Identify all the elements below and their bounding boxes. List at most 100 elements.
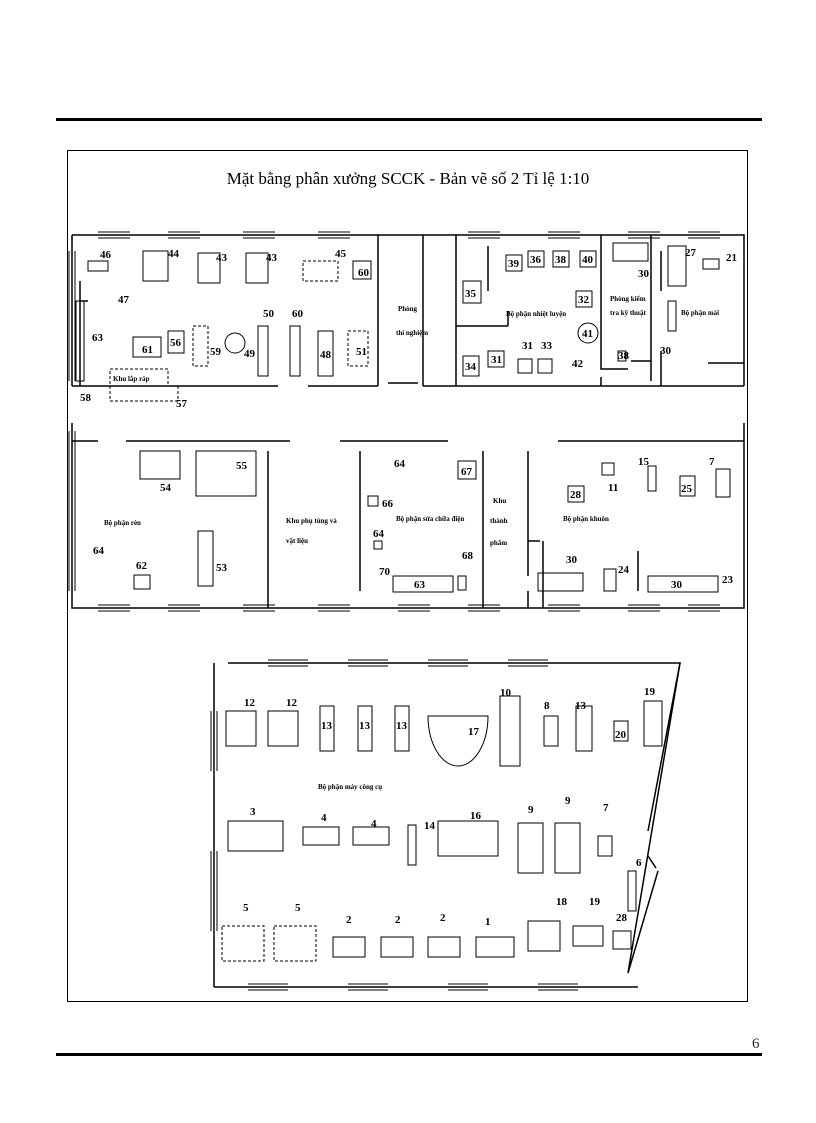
machine-25 xyxy=(679,475,696,497)
num-17: 17 xyxy=(468,726,480,738)
machine-13c xyxy=(394,705,410,752)
num-30a: 30 xyxy=(638,268,650,280)
machine-63 xyxy=(75,300,85,382)
num-10: 10 xyxy=(500,687,512,699)
windows xyxy=(68,231,720,991)
num-31a: 31 xyxy=(491,354,502,366)
machine-17 xyxy=(427,715,489,767)
top-rule xyxy=(56,118,762,121)
num-51: 51 xyxy=(356,346,367,358)
num-31b: 31 xyxy=(522,340,533,352)
num-54: 54 xyxy=(160,482,172,494)
num-64c: 64 xyxy=(373,528,385,540)
tools-shop-window-left xyxy=(647,855,657,869)
bottom-rule xyxy=(56,1053,762,1056)
label-bo-phan-ren: Bộ phận rèn xyxy=(104,519,141,527)
num-5b: 5 xyxy=(295,902,301,914)
machine-5b xyxy=(273,925,317,962)
plan-title: Mặt bằng phân xưởng SCCK - Bản vẽ số 2 T… xyxy=(227,169,590,188)
num-60b: 60 xyxy=(292,308,304,320)
label-khu-thanh-pham-3: phẩm xyxy=(490,539,507,547)
num-47: 47 xyxy=(118,294,130,306)
num-64a: 64 xyxy=(93,545,105,557)
machine-8 xyxy=(543,715,559,747)
wall-lab xyxy=(377,235,424,386)
num-7a: 7 xyxy=(709,456,715,468)
num-2c: 2 xyxy=(440,912,446,924)
wall-mold xyxy=(542,541,639,608)
machine-13a xyxy=(319,705,335,752)
machine-3 xyxy=(227,820,284,852)
machine-7a xyxy=(715,468,731,498)
num-35: 35 xyxy=(465,288,477,300)
machine-43b xyxy=(245,252,269,284)
num-24: 24 xyxy=(618,564,630,576)
machine-13b xyxy=(357,705,373,752)
wall-qc xyxy=(600,235,652,386)
machine-27 xyxy=(667,245,687,287)
machine-48 xyxy=(317,330,334,377)
machine-13d xyxy=(575,705,593,752)
wall-electric xyxy=(482,451,540,608)
machine-60b xyxy=(289,325,301,377)
num-6: 6 xyxy=(636,857,642,869)
num-8: 8 xyxy=(544,700,550,712)
num-18: 18 xyxy=(556,896,568,908)
machine-44 xyxy=(142,250,169,282)
machine-7b xyxy=(597,835,613,857)
num-7b: 7 xyxy=(603,802,609,814)
num-66: 66 xyxy=(382,498,394,510)
machine-2a xyxy=(332,936,366,958)
num-28b: 28 xyxy=(616,912,628,924)
num-60a: 60 xyxy=(358,267,370,279)
num-16: 16 xyxy=(470,810,482,822)
label-bo-phan-may-cong-cu: Bộ phận máy công cụ xyxy=(318,783,382,791)
num-38: 38 xyxy=(555,254,567,266)
num-12a: 12 xyxy=(244,697,256,709)
machine-63b xyxy=(392,575,454,593)
num-49: 49 xyxy=(244,348,256,360)
num-36: 36 xyxy=(530,254,542,266)
machine-67 xyxy=(457,460,477,480)
label-khu-thanh-pham-2: thành xyxy=(490,517,508,525)
num-34: 34 xyxy=(465,361,477,373)
machine-4b xyxy=(352,826,390,846)
label-bo-phan-sua-chua-dien: Bộ phận sửa chữa điện xyxy=(396,515,464,523)
machine-38b xyxy=(617,350,627,362)
num-30b: 30 xyxy=(660,345,672,357)
num-3: 3 xyxy=(250,806,256,818)
num-43a: 43 xyxy=(216,252,228,264)
machine-50 xyxy=(257,325,269,377)
drawing-frame: Mặt bằng phân xưởng SCCK - Bản vẽ số 2 T… xyxy=(67,150,748,1002)
wall-heat xyxy=(455,235,509,386)
num-63: 63 xyxy=(92,332,104,344)
num-21: 21 xyxy=(726,252,737,264)
num-63b: 63 xyxy=(414,579,426,591)
machine-59 xyxy=(192,325,209,367)
num-4b: 4 xyxy=(371,818,377,830)
building-outline xyxy=(71,234,745,609)
machine-55 xyxy=(195,450,257,497)
machine-2b xyxy=(380,936,414,958)
num-12b: 12 xyxy=(286,697,298,709)
label-phong-thi-nghiem-2: thí nghiệm xyxy=(396,329,428,337)
machine-grind-2 xyxy=(667,300,677,332)
machine-43a xyxy=(197,252,221,284)
machine-10 xyxy=(499,695,521,767)
machine-9b xyxy=(554,822,581,874)
machine-15 xyxy=(647,465,657,492)
machine-16 xyxy=(437,820,499,857)
num-45: 45 xyxy=(335,248,347,260)
machine-14 xyxy=(407,824,417,866)
machine-34 xyxy=(462,355,480,377)
machine-38 xyxy=(552,250,570,268)
machine-49 xyxy=(224,332,246,354)
machine-5a xyxy=(221,925,265,962)
machine-6 xyxy=(627,870,637,912)
num-28a: 28 xyxy=(570,489,582,501)
machine-12a xyxy=(225,710,257,747)
num-70: 70 xyxy=(379,566,391,578)
machine-19a xyxy=(643,700,663,747)
num-59: 59 xyxy=(210,346,222,358)
num-9a: 9 xyxy=(528,804,534,816)
